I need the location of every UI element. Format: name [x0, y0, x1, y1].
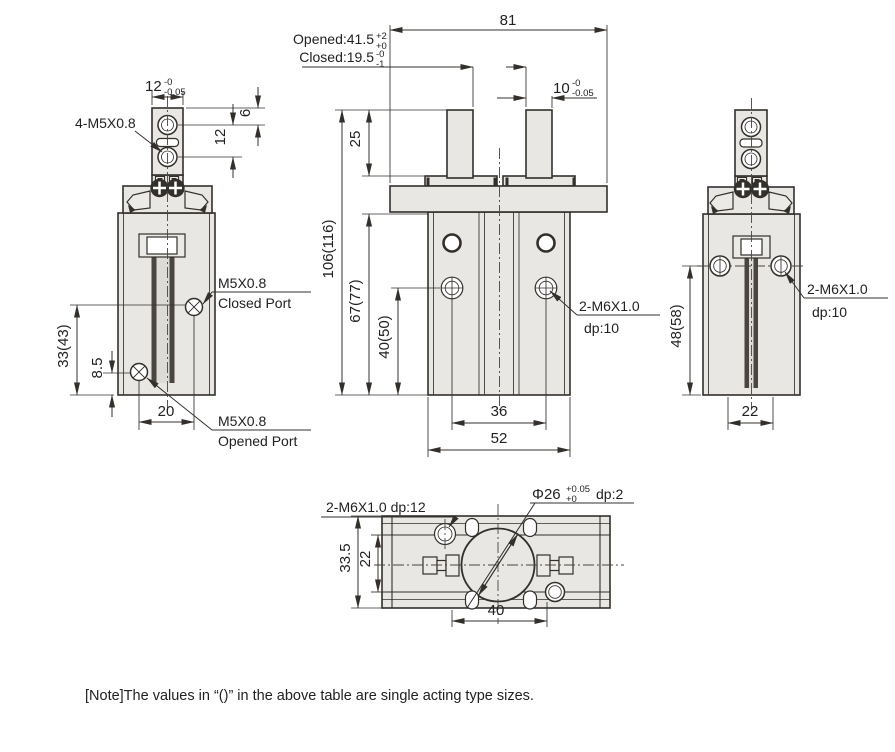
label-boss-dia-sub: +0	[566, 494, 577, 505]
dim-bottom-hole-spacing: 40	[488, 602, 505, 619]
label-boss-dia-sup: +0.05	[566, 484, 590, 495]
dim-finger-width-front-sup: -0	[572, 78, 580, 89]
label-side-holes-front: 2-M6X1.0	[579, 298, 640, 314]
dim-finger-width-front: 10	[553, 80, 570, 97]
dim-inner-width: 22	[357, 551, 374, 568]
dim-hole-edge: 6	[237, 109, 254, 117]
dim-closed-port-height: 33(43)	[55, 324, 72, 367]
through-hole-right	[536, 233, 556, 253]
front-view: 81 Opened:41.5 +2 +0 Closed:19.5 -0 -1 1…	[293, 12, 660, 457]
dim-body-depth: 22	[742, 403, 759, 420]
dim-closed-sup: -0	[376, 49, 384, 60]
label-opened-port: Opened Port	[218, 433, 297, 449]
dim-opened-sub: +0	[376, 41, 387, 52]
label-mount-holes: 4-M5X0.8	[75, 115, 136, 131]
m6-hole-right	[534, 276, 558, 300]
cap-screw-icon	[733, 179, 770, 199]
label-boss-depth: dp:2	[596, 486, 623, 502]
label-side-holes-depth-right: dp:10	[812, 304, 847, 320]
dim-depth: 33.5	[337, 543, 354, 572]
m6-side-hole-right	[770, 255, 792, 277]
m6-hole-left	[440, 276, 464, 300]
dim-closed-sub: -1	[376, 59, 384, 70]
chamfer-left	[126, 190, 151, 211]
dim-finger-width-front-sub: -0.05	[572, 88, 594, 99]
note-text: [Note]The values in “()” in the above ta…	[85, 688, 534, 704]
dim-opened-sup: +2	[376, 31, 387, 42]
dim-hole-height: 40(50)	[376, 315, 393, 358]
dim-finger-width-sub: -0.05	[164, 87, 186, 98]
closed-port-icon	[184, 297, 204, 430]
dim-side-hole-height: 48(58)	[668, 304, 685, 347]
finger-left	[446, 109, 474, 179]
label-side-holes-depth-front: dp:10	[584, 320, 619, 336]
dim-opened-port-height: 8.5	[89, 358, 106, 379]
m6-side-hole-left	[709, 255, 731, 277]
side-view-left: 12 -0 -0.05 4-M5X0.8 6 12 33(43) 8.5 20 …	[55, 77, 311, 449]
bottom-view: 33.5 22 40 2-M6X1.0 dp:12 Φ26 +0.05 +0 d…	[321, 484, 634, 627]
through-hole-left	[442, 233, 462, 253]
fitting-right	[536, 554, 574, 577]
dim-closed: Closed:19.5	[299, 49, 374, 65]
cap-screw-icon	[150, 178, 185, 198]
label-boss-dia: Φ26	[532, 486, 561, 503]
m6-mount-hole	[433, 519, 457, 550]
fitting-left	[422, 554, 460, 577]
opened-port-icon	[129, 362, 149, 430]
dim-port-spacing: 20	[158, 403, 175, 420]
dim-hole-pitch: 12	[212, 129, 229, 146]
dim-body-height: 67(77)	[347, 279, 364, 322]
finger-right	[525, 109, 553, 179]
round-hole	[544, 581, 566, 603]
dim-overall-height: 106(116)	[320, 220, 337, 279]
label-side-holes-right: 2-M6X1.0	[807, 281, 868, 297]
label-opened-thread: M5X0.8	[218, 413, 266, 429]
dim-body-width: 52	[491, 430, 508, 447]
side-view-right: 48(58) 22 2-M6X1.0 dp:10	[668, 98, 888, 430]
dim-finger-width: 12	[145, 78, 162, 95]
label-closed-port: Closed Port	[218, 295, 291, 311]
dim-finger-height: 25	[347, 131, 364, 148]
dim-overall-width: 81	[500, 12, 517, 29]
chamfer-right	[184, 190, 209, 211]
dim-opened: Opened:41.5	[293, 31, 374, 47]
dim-hole-spacing: 36	[491, 403, 508, 420]
label-bottom-mount-holes: 2-M6X1.0 dp:12	[326, 499, 426, 515]
dim-finger-width-sup: -0	[164, 77, 172, 88]
label-closed-thread: M5X0.8	[218, 275, 266, 291]
